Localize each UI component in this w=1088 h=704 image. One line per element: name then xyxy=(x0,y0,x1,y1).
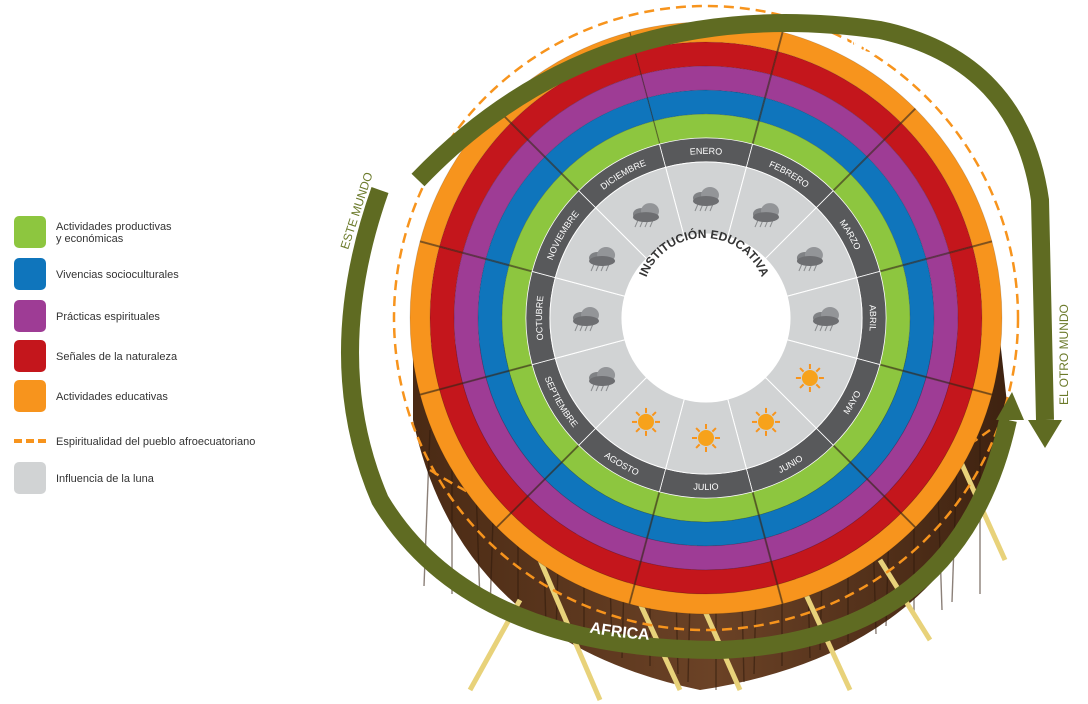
legend-label: Influencia de la luna xyxy=(56,473,154,485)
cloud-rain-icon xyxy=(589,247,616,272)
africa-arrow xyxy=(341,187,1017,660)
legend-label: Prácticas espirituales xyxy=(56,311,160,323)
cloud-rain-icon xyxy=(753,203,779,228)
month-divider xyxy=(879,240,993,273)
legend-item: Actividades educativas xyxy=(14,380,314,414)
legend-item: Influencia de la luna xyxy=(14,462,314,496)
dashed-line-icon xyxy=(14,439,46,443)
month-divider xyxy=(751,31,784,145)
legend-item: Prácticas espirituales xyxy=(14,300,314,334)
month-label: ENERO xyxy=(689,146,722,157)
month-divider xyxy=(879,363,993,396)
legend-label: Señales de la naturaleza xyxy=(56,351,178,363)
legend-label: Vivencias socioculturales xyxy=(56,269,179,281)
color-swatch-icon xyxy=(14,380,46,412)
legend-item: Actividades productivas y económicas xyxy=(14,216,314,250)
color-swatch-icon xyxy=(14,216,46,248)
month-divider xyxy=(419,240,533,273)
america-arrow xyxy=(411,14,1054,421)
color-swatch-icon xyxy=(14,300,46,332)
month-divider xyxy=(832,444,917,529)
sun-icon xyxy=(795,364,824,392)
legend-item: Espiritualidad del pueblo afroecuatorian… xyxy=(14,425,314,459)
cloud-rain-icon xyxy=(589,367,616,392)
month-divider xyxy=(832,107,917,192)
activity-rings xyxy=(392,4,1020,632)
sun-icon xyxy=(752,407,780,436)
el-otro-mundo-label: EL OTRO MUNDO xyxy=(1057,304,1071,405)
month-label: ABRIL xyxy=(868,304,879,331)
cloud-rain-icon xyxy=(573,307,599,332)
cosmic-arrows xyxy=(341,14,1062,660)
activity-ring-segment xyxy=(544,97,654,175)
month-label: OCTUBRE xyxy=(534,295,545,341)
moon-influence-ring xyxy=(549,161,863,475)
cloud-rain-icon xyxy=(796,247,823,272)
month-divider xyxy=(495,107,580,192)
activity-ring-segment xyxy=(510,50,642,141)
arrowhead-icon xyxy=(996,392,1024,420)
legend-item: Señales de la naturaleza xyxy=(14,340,314,374)
month-divider xyxy=(419,363,533,396)
color-swatch-icon xyxy=(14,258,46,290)
month-divider xyxy=(628,491,661,605)
spirituality-dashed-circle xyxy=(392,4,1020,632)
color-swatch-icon xyxy=(14,340,46,372)
legend-item: Vivencias socioculturales xyxy=(14,258,314,292)
legend-label: Actividades educativas xyxy=(56,391,168,403)
sun-icon xyxy=(632,407,660,436)
cloud-rain-icon xyxy=(693,187,719,212)
cloud-rain-icon xyxy=(813,307,839,332)
arrowhead-icon xyxy=(1028,420,1062,448)
color-swatch-icon xyxy=(14,462,46,494)
month-divider xyxy=(495,444,580,529)
cloud-rain-icon xyxy=(633,203,659,228)
month-label: JULIO xyxy=(693,482,719,492)
month-divider xyxy=(751,491,784,605)
activity-ring-segment xyxy=(527,74,648,158)
center-disc xyxy=(622,234,790,402)
legend-label: Espiritualidad del pueblo afroecuatorian… xyxy=(56,436,256,448)
legend-label: Actividades productivas y económicas xyxy=(56,221,172,245)
sun-icon xyxy=(692,424,720,452)
month-ring: ENEROFEBREROMARZOABRILMAYOJUNIOJULIOAGOS… xyxy=(525,137,887,499)
